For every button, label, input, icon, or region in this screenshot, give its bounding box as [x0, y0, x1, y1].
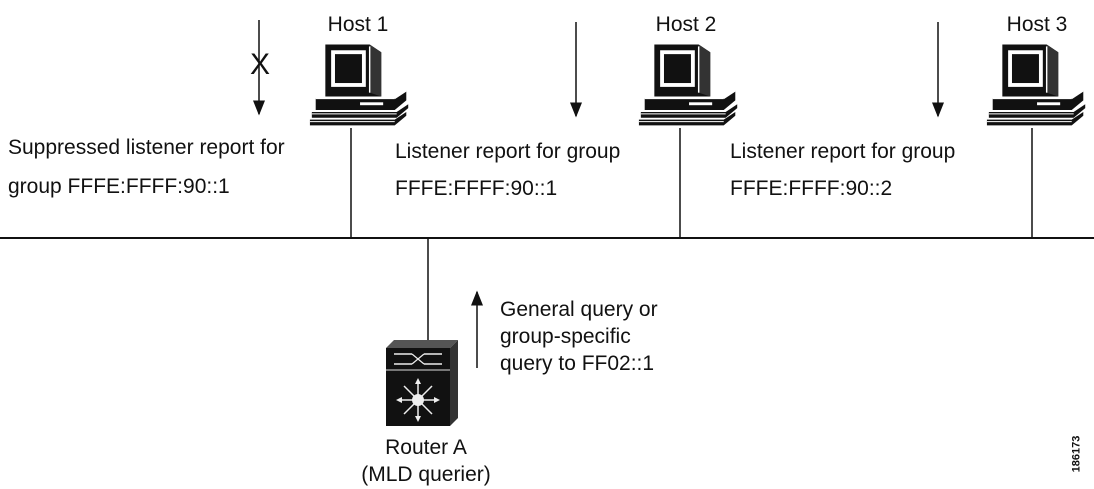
listener-report-2-label: Listener report for group FFFE:FFFF:90::… [395, 138, 620, 202]
listener-report-2-line1: Listener report for group [395, 140, 621, 163]
query-label: General query or group-specific query to… [500, 296, 658, 377]
listener-report-3-line2: FFFE:FFFF:90::2 [730, 177, 893, 200]
host-2-label: Host 2 [655, 13, 717, 36]
host-3-label: Host 3 [1006, 13, 1068, 36]
query-line1: General query or [500, 298, 658, 321]
suppressed-report-line1: Suppressed listener report for [8, 136, 285, 159]
listener-report-2-line2: FFFE:FFFF:90::1 [395, 177, 558, 200]
router-label: Router A (MLD querier) [361, 434, 491, 488]
host-1-computer-icon [309, 43, 409, 127]
router-role: (MLD querier) [361, 463, 491, 486]
router-a-switch-icon [386, 340, 458, 426]
figure-id: 186173 [1070, 435, 1083, 473]
router-name: Router A [385, 436, 467, 459]
query-line3: query to FF02::1 [500, 352, 655, 375]
host-1-label: Host 1 [327, 13, 389, 36]
suppressed-report-label: Suppressed listener report for group FFF… [8, 134, 285, 200]
host-2-computer-icon [638, 43, 738, 127]
listener-report-3-label: Listener report for group FFFE:FFFF:90::… [730, 138, 955, 202]
host-3-computer-icon [986, 43, 1086, 127]
listener-report-3-line1: Listener report for group [730, 140, 956, 163]
suppressed-report-line2: group FFFE:FFFF:90::1 [8, 175, 230, 198]
query-line2: group-specific [500, 325, 631, 348]
suppressed-x-mark: X [249, 48, 271, 81]
